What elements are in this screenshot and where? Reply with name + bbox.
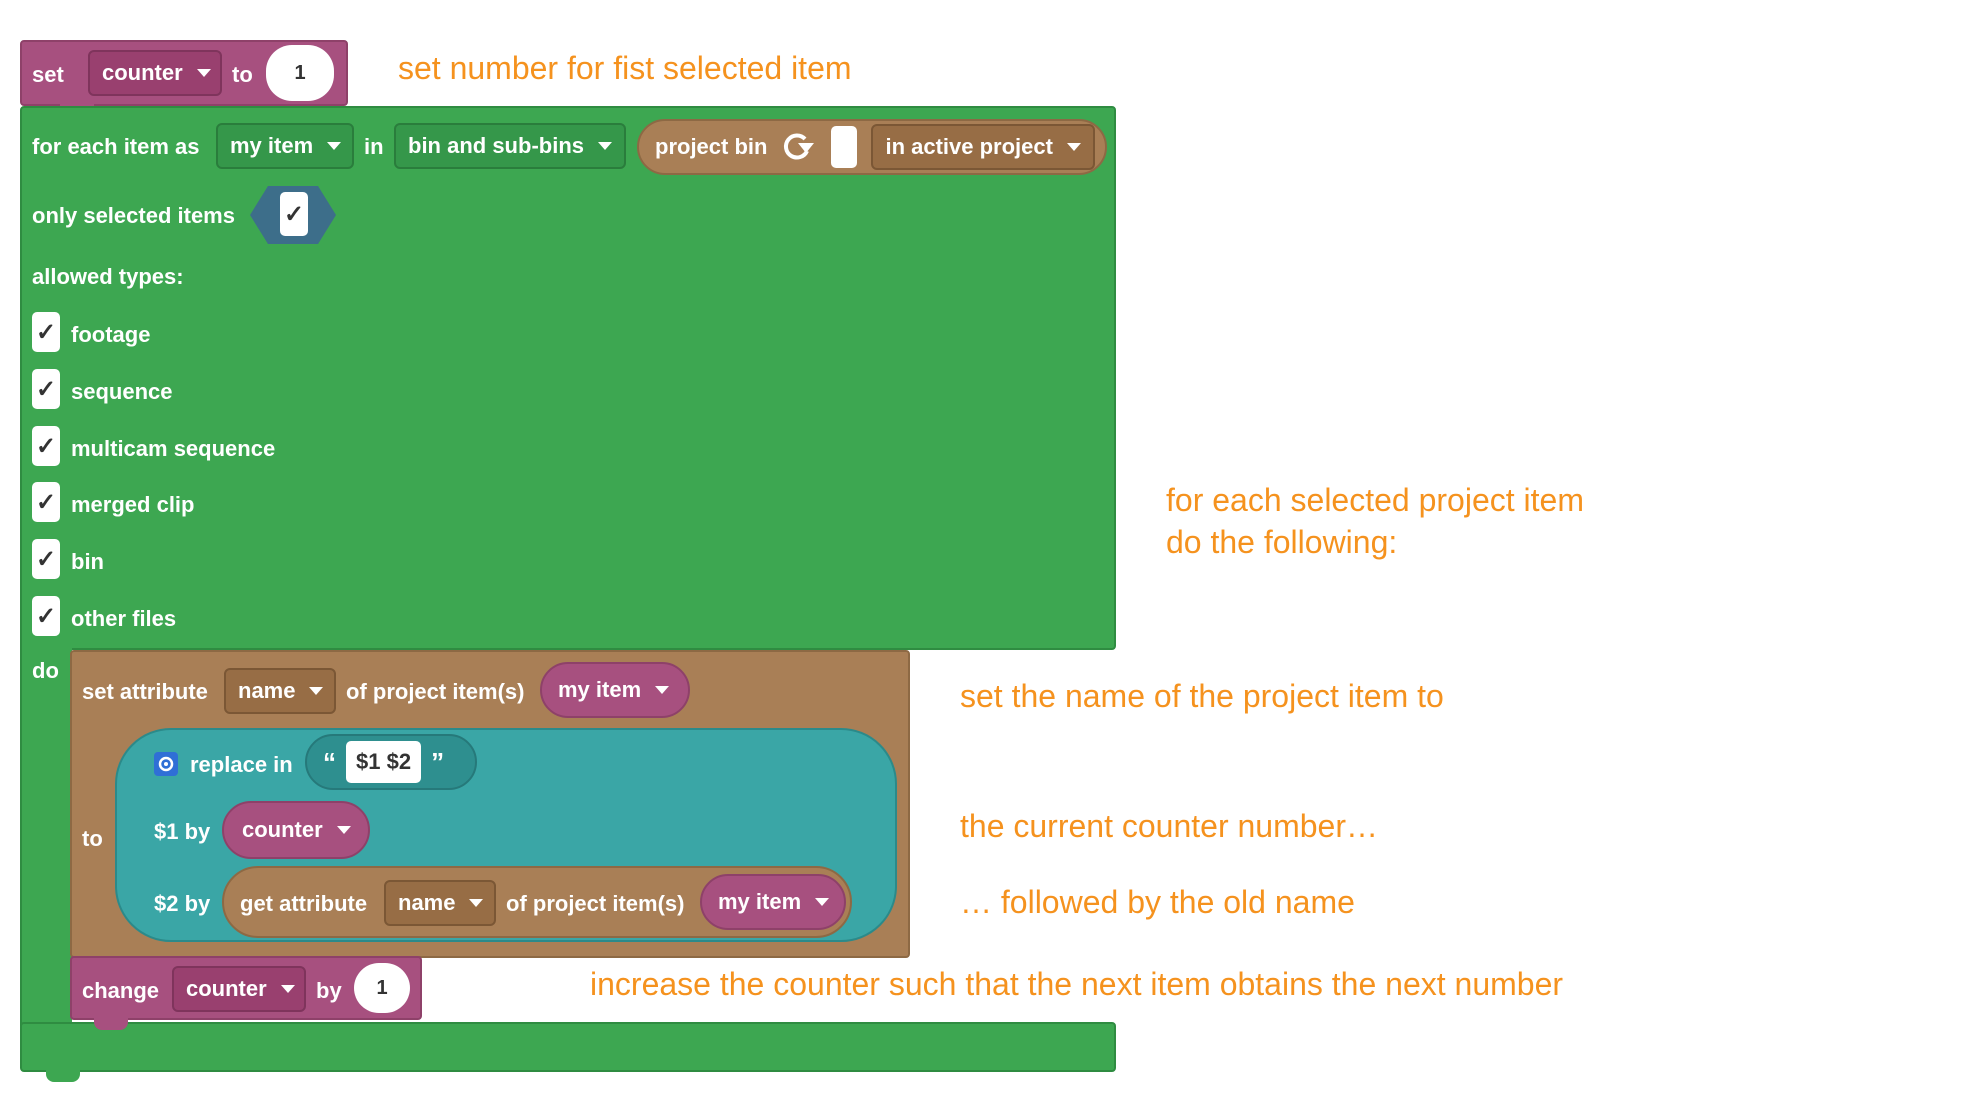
block-notch (46, 1070, 80, 1082)
get-attribute-dropdown[interactable]: name (384, 880, 496, 926)
set-attribute-label: set attribute (82, 679, 208, 704)
get-attribute-label: get attribute (240, 891, 368, 916)
annotation-for-each-line2: do the following: (1166, 524, 1398, 560)
my-item-value: my item (558, 677, 642, 702)
type-checkbox-merged-clip[interactable]: ✓ (32, 482, 60, 522)
do-label: do (32, 658, 59, 683)
get-of-project-items-label: of project item(s) (506, 891, 685, 916)
checkmark-icon: ✓ (35, 318, 57, 346)
checkmark-icon: ✓ (283, 200, 305, 228)
close-quote-icon: ” (431, 746, 445, 777)
type-label-multicam-sequence: multicam sequence (71, 436, 276, 461)
chevron-down-icon (1066, 143, 1081, 151)
get-my-item-reporter[interactable]: my item (700, 874, 846, 930)
my-item-reporter[interactable]: my item (540, 662, 690, 718)
checkmark-icon: ✓ (35, 602, 57, 630)
p2-by-label: $2 by (154, 891, 211, 916)
only-selected-label: only selected items (32, 203, 235, 228)
type-label-other-files: other files (71, 606, 177, 631)
allowed-types-label: allowed types: (32, 264, 184, 289)
chevron-down-icon (469, 899, 484, 907)
set-label: set (32, 62, 64, 87)
chevron-down-icon (336, 826, 351, 834)
type-label-footage: footage (71, 322, 151, 347)
type-checkbox-footage[interactable]: ✓ (32, 312, 60, 352)
counter-reporter[interactable]: counter (222, 801, 370, 859)
change-variable-dropdown[interactable]: counter (172, 966, 306, 1012)
attribute-dropdown[interactable]: name (224, 668, 336, 714)
project-scope-value: in active project (885, 134, 1053, 159)
in-label: in (364, 134, 384, 159)
block-notch (94, 1018, 128, 1030)
checkmark-icon: ✓ (35, 545, 57, 573)
item-variable-dropdown[interactable]: my item (216, 123, 354, 169)
type-checkbox-sequence[interactable]: ✓ (32, 369, 60, 409)
change-variable-value: counter (186, 976, 267, 1001)
number-input[interactable]: 1 (266, 45, 334, 101)
type-checkbox-multicam-sequence[interactable]: ✓ (32, 426, 60, 466)
get-my-item-value: my item (718, 889, 802, 914)
type-checkbox-other-files[interactable]: ✓ (32, 596, 60, 636)
scope-value: bin and sub-bins (408, 133, 584, 158)
checkmark-icon: ✓ (35, 432, 57, 460)
refresh-icon[interactable] (781, 131, 817, 163)
project-bin-label: project bin (655, 134, 768, 159)
get-attribute-value: name (398, 890, 456, 915)
p1-by-label: $1 by (154, 819, 211, 844)
change-number-input[interactable]: 1 (354, 963, 410, 1013)
annotation-increase-counter: increase the counter such that the next … (590, 966, 1564, 1002)
variable-dropdown[interactable]: counter (88, 50, 222, 96)
type-checkbox-bin[interactable]: ✓ (32, 539, 60, 579)
annotation-for-each-line1: for each selected project item (1166, 482, 1584, 518)
scope-dropdown[interactable]: bin and sub-bins (394, 123, 626, 169)
type-label-merged-clip: merged clip (71, 492, 195, 517)
to-label: to (232, 62, 253, 87)
gear-icon[interactable] (154, 752, 178, 776)
checkmark-icon: ✓ (35, 488, 57, 516)
text-literal-block[interactable]: “ $1 $2 ” (305, 734, 477, 790)
by-label: by (316, 978, 342, 1003)
annotation-old-name: … followed by the old name (960, 884, 1355, 920)
chevron-down-icon (327, 142, 342, 150)
chevron-down-icon (309, 687, 324, 695)
annotation-set-number: set number for fist selected item (398, 50, 852, 86)
attribute-value: name (238, 678, 296, 703)
for-each-bottom (20, 1022, 1116, 1072)
type-label-bin: bin (71, 549, 104, 574)
counter-value: counter (242, 817, 323, 842)
annotation-set-name: set the name of the project item to (960, 678, 1444, 714)
checkmark-icon: ✓ (35, 375, 57, 403)
replace-in-label: replace in (190, 752, 293, 777)
chevron-down-icon (815, 898, 830, 906)
chevron-down-icon (655, 686, 670, 694)
for-each-block[interactable] (20, 106, 1116, 650)
project-bin-input[interactable] (831, 126, 858, 168)
change-label: change (82, 978, 160, 1003)
annotation-counter-number: the current counter number… (960, 808, 1378, 844)
chevron-down-icon (280, 985, 295, 993)
of-project-items-label: of project item(s) (346, 679, 525, 704)
variable-dropdown-value: counter (102, 60, 183, 85)
project-scope-dropdown[interactable]: in active project (871, 124, 1095, 170)
open-quote-icon: “ (323, 746, 336, 777)
for-each-spine (20, 640, 72, 1026)
to-label: to (82, 826, 103, 851)
chevron-down-icon (196, 69, 211, 77)
for-each-label: for each item as (32, 134, 200, 159)
only-selected-checkbox[interactable]: ✓ (280, 192, 308, 236)
project-bin-block[interactable]: project bin in active project (637, 119, 1107, 175)
item-variable-value: my item (230, 133, 314, 158)
chevron-down-icon (598, 142, 612, 150)
type-label-sequence: sequence (71, 379, 173, 404)
text-literal-input[interactable]: $1 $2 (346, 741, 422, 783)
